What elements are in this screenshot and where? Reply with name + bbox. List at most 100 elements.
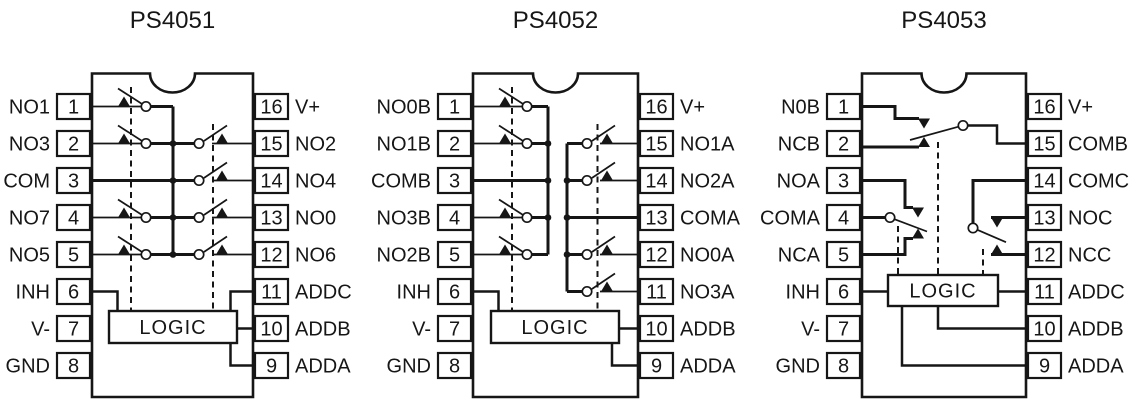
switch-contact-triangle-icon [912, 207, 924, 218]
chip-title: PS4051 [130, 7, 215, 34]
chip-ps4052: PS4052 [371, 7, 741, 399]
pin-box [436, 277, 473, 306]
switch-pole-icon [957, 119, 969, 132]
pin-box [825, 129, 862, 158]
pin-label: COMB [371, 171, 431, 193]
pin-label: COM [3, 171, 50, 193]
analog-switches-left [92, 87, 173, 261]
pin-box [1026, 129, 1063, 158]
switch-arm [591, 235, 616, 253]
spdt-switch-c [967, 179, 1026, 275]
pin-label: ADDA [680, 356, 736, 378]
pin-number: 13 [260, 208, 282, 230]
pin-label: GND [776, 356, 820, 378]
inh-wire [473, 290, 500, 311]
pin-number: 1 [449, 97, 460, 119]
pin-label: NO1 [9, 97, 50, 119]
switch-arm [203, 161, 228, 179]
switch-pole-icon [140, 248, 152, 261]
switch-contact-triangle-icon [216, 207, 228, 218]
pin-number: 12 [260, 245, 282, 267]
adda-wire [229, 343, 253, 367]
switch-pole-icon [521, 137, 533, 150]
pin-label: INH [397, 282, 431, 304]
pin-label: GND [6, 356, 50, 378]
pin-box [55, 92, 92, 121]
pin-label: ADDC [1068, 282, 1125, 304]
pin-number: 10 [260, 319, 282, 341]
switch-contact-triangle-icon [118, 133, 130, 144]
pin-label: NO7 [9, 208, 50, 230]
pin-number: 5 [68, 245, 79, 267]
pin-label: COMA [680, 208, 741, 230]
pin-label: INH [16, 282, 50, 304]
switch-contact-triangle-icon [918, 137, 930, 147]
pin-number: 5 [838, 245, 849, 267]
pin-number: 6 [449, 282, 460, 304]
pin-box [436, 203, 473, 232]
pin-box [825, 203, 862, 232]
nca-wire [862, 237, 913, 256]
switch-pole-icon [581, 174, 593, 187]
pin-box [825, 92, 862, 121]
pin-number: 10 [1033, 319, 1055, 341]
switch-contact-triangle-icon [912, 228, 924, 239]
switch-pole-icon [193, 211, 205, 224]
pin-label: V+ [1068, 97, 1093, 119]
switch-contact-triangle-icon [499, 207, 511, 218]
pin-box [1026, 240, 1063, 269]
pin-number: 15 [1033, 134, 1055, 156]
pin-label: V- [31, 319, 50, 341]
pin-number: 9 [1039, 356, 1050, 378]
switch-pole-icon [193, 137, 205, 150]
pin-box [55, 314, 92, 343]
pin-label: V+ [680, 97, 705, 119]
pin-number: 16 [260, 97, 282, 119]
pin-number: 13 [1033, 208, 1055, 230]
switch-pole-icon [521, 211, 533, 224]
pin-box [253, 166, 290, 195]
pin-label: NO2B [377, 245, 431, 267]
pin-number: 12 [645, 245, 667, 267]
pin-number: 11 [646, 282, 667, 304]
chip-ps4053: PS4053 [760, 7, 1129, 399]
switch-arm [117, 235, 143, 253]
pin-label: NCB [778, 134, 820, 156]
pin-label: NO2A [680, 171, 735, 193]
noa-wire [862, 179, 913, 209]
pin-number: 6 [838, 282, 849, 304]
pin-number: 3 [838, 171, 849, 193]
switch-arm [203, 124, 228, 142]
pin-label: NO3A [680, 282, 735, 304]
pin-box [638, 240, 675, 269]
pin-box [825, 240, 862, 269]
spdt-switch-a [862, 179, 928, 275]
pin-number: 9 [266, 356, 277, 378]
pin-label: NO0 [295, 208, 336, 230]
pin-box [825, 277, 862, 306]
pin-number: 5 [449, 245, 460, 267]
pin-box [638, 314, 675, 343]
switch-contact-triangle-icon [216, 170, 228, 181]
pin-box [253, 203, 290, 232]
pin-box [253, 277, 290, 306]
switch-pole-icon [193, 248, 205, 261]
pin-box [253, 92, 290, 121]
pin-box [1026, 92, 1063, 121]
pin-box [55, 166, 92, 195]
pin-box [436, 166, 473, 195]
switch-pole-icon [140, 100, 152, 113]
pin-number: 1 [838, 97, 849, 119]
pin-label: ADDA [1068, 356, 1124, 378]
switch-arm [894, 218, 928, 233]
dip-package-outline [90, 72, 255, 399]
pin-number: 11 [1034, 282, 1055, 304]
pin-number: 13 [645, 208, 667, 230]
inh-wire [92, 290, 119, 311]
dip-package-outline [471, 72, 640, 399]
pin-box [825, 314, 862, 343]
logic-box [107, 309, 239, 345]
switch-arm [203, 235, 228, 253]
logic-box [489, 309, 621, 345]
